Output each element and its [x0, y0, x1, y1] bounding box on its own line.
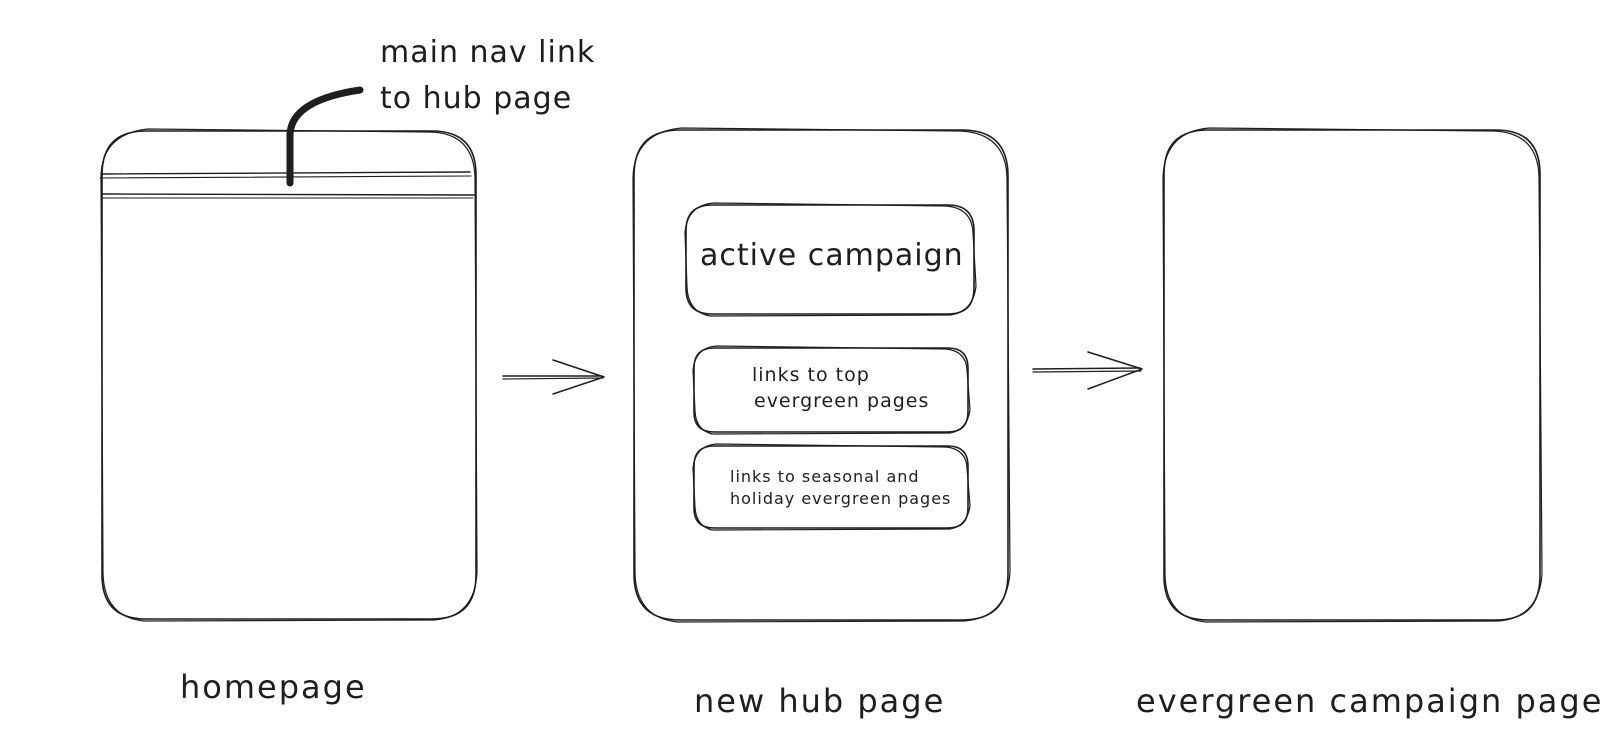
top-evergreen-line-1: links to top	[752, 364, 870, 386]
annotation-line-1: main nav link	[380, 35, 596, 70]
top-evergreen-box-frame	[692, 345, 971, 435]
nav-link-annotation: main nav link to hub page	[380, 30, 595, 122]
homepage-nav-bar	[99, 171, 475, 199]
homepage-frame	[100, 128, 478, 622]
seasonal-line-2: holiday evergreen pages	[730, 489, 952, 508]
annotation-line-2: to hub page	[380, 81, 573, 116]
seasonal-line-1: links to seasonal and	[730, 467, 920, 486]
annotation-pointer	[286, 86, 364, 187]
seasonal-box-frame	[692, 443, 971, 531]
evergreen-page-frame	[1162, 127, 1543, 623]
seasonal-links-label: links to seasonal and holiday evergreen …	[730, 466, 951, 510]
top-evergreen-line-2: evergreen pages	[754, 390, 930, 412]
active-campaign-label: active campaign	[700, 238, 964, 273]
hub-page-frame	[632, 127, 1011, 623]
hub-page-caption: new hub page	[694, 682, 946, 720]
arrow-hub-to-evergreen	[1032, 351, 1143, 390]
top-evergreen-links-label: links to top evergreen pages	[752, 362, 929, 414]
arrow-homepage-to-hub	[502, 359, 605, 395]
evergreen-page-caption: evergreen campaign page	[1136, 682, 1604, 720]
homepage-caption: homepage	[180, 668, 367, 706]
active-campaign-box-frame	[684, 202, 977, 317]
